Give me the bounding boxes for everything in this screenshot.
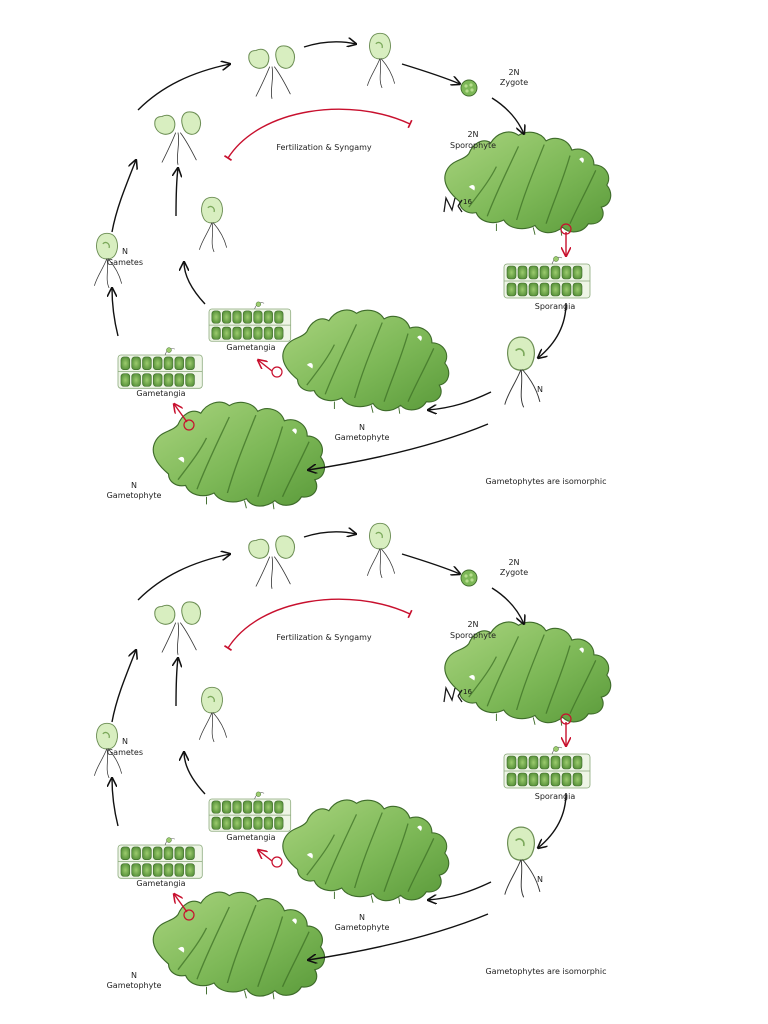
gametophyte-lower-thallus-icon [152, 891, 326, 1000]
zygote-label: Zygote [500, 78, 528, 87]
gametophyte-upper-label: Gametophyte [335, 923, 390, 932]
arrow-to-upper-gametophyte [428, 881, 492, 900]
gamete-icon [366, 32, 396, 89]
arrow-up-left-inner [184, 262, 206, 305]
arrow-to-lower-gametophyte [308, 913, 489, 960]
gametophyte-lower-thallus-icon [152, 401, 326, 510]
spores-ploidy-label: N [537, 875, 543, 884]
sporangia-icon [503, 256, 591, 299]
arrow-to-zygote [401, 553, 460, 574]
gametangia-upper-icon [208, 791, 292, 832]
sporangia-origin-marker [560, 223, 572, 235]
gametophyte-lower-label: Gametophyte [107, 491, 162, 500]
signature-mark: 16 [443, 685, 472, 703]
fertilization-inhibition-arc [224, 108, 413, 161]
gametophyte-upper-thallus-icon [282, 799, 450, 905]
arrow-to-zygote-cell [303, 42, 356, 48]
gametophyte-upper-ploidy-label: N [359, 913, 365, 922]
gametophyte-upper-label: Gametophyte [335, 433, 390, 442]
gametangia-lower-icon [117, 347, 203, 389]
isomorphic-note: Gametophytes are isomorphic [485, 967, 606, 976]
sporophyte-label: Sporophyte [450, 631, 496, 640]
arrow-to-lower-gametophyte [308, 423, 489, 470]
fertilization-label: Fertilization & Syngamy [276, 143, 372, 152]
gametangia-lower-origin-marker [183, 419, 195, 431]
gamete-icon [198, 686, 228, 743]
arrow-to-zygote-cell [303, 532, 356, 538]
red-arrow-to-gametangia-lower [174, 894, 188, 913]
gametangia-lower-origin-marker [183, 909, 195, 921]
fusing-gametes-icon [248, 535, 296, 590]
arrow-up-inner [176, 168, 178, 217]
fertilization-label: Fertilization & Syngamy [276, 633, 372, 642]
fusing-gametes-icon [248, 45, 296, 100]
gametangia-lower-label: Gametangia [136, 389, 185, 398]
fusing-gametes-icon [154, 111, 202, 166]
gametangia-upper-label: Gametangia [226, 833, 275, 842]
zygote-ploidy-label: 2N [508, 68, 519, 77]
sporangia-origin-marker [560, 713, 572, 725]
arrow-to-zygote [401, 63, 460, 84]
zoospore-icon [503, 336, 541, 409]
isomorphic-note: Gametophytes are isomorphic [485, 477, 606, 486]
gamete-icon [366, 522, 396, 579]
arrow-up-left-inner [184, 752, 206, 795]
sporophyte-label: Sporophyte [450, 141, 496, 150]
arrow-to-zoospore [538, 302, 567, 358]
arrow-up-left-outer [112, 288, 119, 337]
zygote-ploidy-label: 2N [508, 558, 519, 567]
svg-text:16: 16 [463, 688, 472, 696]
gametangia-upper-origin-marker [271, 366, 283, 378]
svg-text:16: 16 [463, 198, 472, 206]
gametophyte-upper-thallus-icon [282, 309, 450, 415]
gametes-ploidy-label: N [122, 247, 128, 256]
fusing-gametes-icon [154, 601, 202, 656]
zygote-label: Zygote [500, 568, 528, 577]
gametes-ploidy-label: N [122, 737, 128, 746]
gametangia-upper-origin-marker [271, 856, 283, 868]
spores-ploidy-label: N [537, 385, 543, 394]
gametangia-lower-label: Gametangia [136, 879, 185, 888]
sporangia-label: Sporangia [535, 302, 576, 311]
arrow-to-sporophyte [491, 97, 524, 134]
gametangia-lower-icon [117, 837, 203, 879]
arrow-to-sporophyte [491, 587, 524, 624]
arrow-up-outer [111, 650, 136, 723]
gametophyte-lower-ploidy-label: N [131, 481, 137, 490]
gamete-icon [198, 196, 228, 253]
sporangia-icon [503, 746, 591, 789]
gametangia-upper-icon [208, 301, 292, 342]
gametes-label: Gametes [107, 258, 143, 267]
red-arrow-to-gametangia-upper [258, 850, 273, 862]
sporangia-label: Sporangia [535, 792, 576, 801]
sporophyte-ploidy-label: 2N [467, 130, 478, 139]
fertilization-inhibition-arc [224, 598, 413, 651]
arrow-to-upper-gametophyte [428, 391, 492, 410]
gametophyte-lower-ploidy-label: N [131, 971, 137, 980]
arrow-top-left [137, 64, 230, 111]
zygote-icon [460, 569, 478, 587]
signature-mark: 16 [443, 195, 472, 213]
zoospore-icon [503, 826, 541, 899]
zygote-icon [460, 79, 478, 97]
sporophyte-ploidy-label: 2N [467, 620, 478, 629]
gametophyte-lower-label: Gametophyte [107, 981, 162, 990]
red-arrow-to-gametangia-upper [258, 360, 273, 372]
arrow-up-inner [176, 658, 178, 707]
gametophyte-upper-ploidy-label: N [359, 423, 365, 432]
gametes-label: Gametes [107, 748, 143, 757]
red-arrow-to-gametangia-lower [174, 404, 188, 423]
arrow-to-zoospore [538, 792, 567, 848]
arrow-up-outer [111, 160, 136, 233]
arrow-up-left-outer [112, 778, 119, 827]
arrow-top-left [137, 554, 230, 601]
gametangia-upper-label: Gametangia [226, 343, 275, 352]
